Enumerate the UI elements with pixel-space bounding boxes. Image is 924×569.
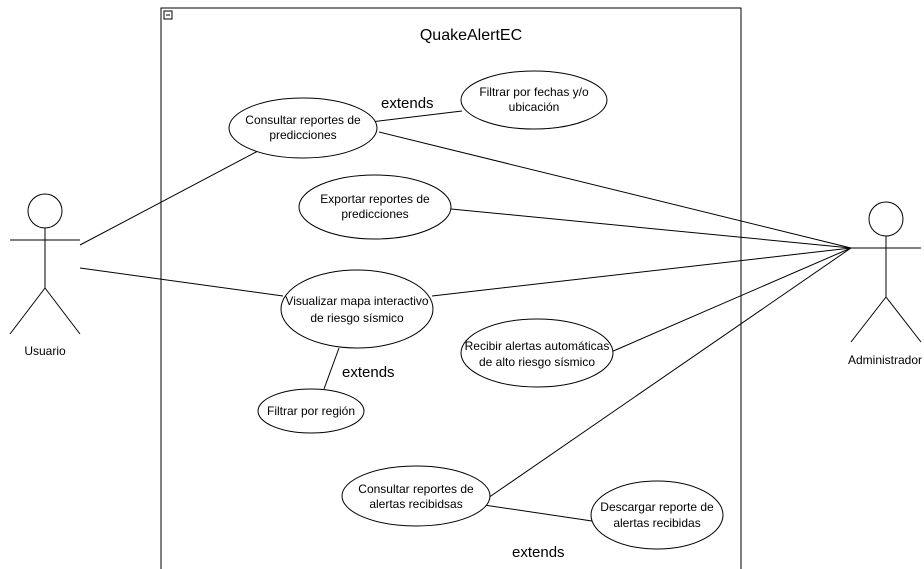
- actor-head: [27, 193, 63, 229]
- use-case-label-line-2: predicciones: [341, 207, 408, 221]
- use-case-label-line-2: ubicación: [509, 100, 560, 114]
- actor-head: [868, 201, 904, 237]
- system-boundary: QuakeAlertEC: [160, 7, 742, 569]
- use-case-consultar-predicciones[interactable]: Consultar reportes de predicciones: [228, 97, 378, 159]
- extend-relations: extends extends extends: [323, 95, 593, 561]
- use-case-label-line-1: Consultar reportes de: [358, 482, 474, 496]
- assoc-admin-recibir-alertas: [610, 247, 852, 353]
- use-case-filtrar-fechas[interactable]: Filtrar por fechas y/o ubicación: [460, 70, 608, 130]
- extends-label-bottom: extends: [512, 544, 565, 561]
- extends-label-top: extends: [381, 95, 434, 112]
- use-case-label-line-2: de riesgo sísmico: [310, 311, 404, 325]
- use-case-visualizar-mapa[interactable]: Visualizar mapa interactivo de riesgo sí…: [280, 269, 434, 349]
- use-case-descargar-reporte[interactable]: Descargar reporte de alertas recibidas: [590, 480, 724, 550]
- actor-usuario-label: Usuario: [24, 344, 66, 358]
- use-case-filtrar-region[interactable]: Filtrar por región: [257, 388, 365, 434]
- actor-left-leg: [9, 287, 46, 335]
- use-case-consultar-alertas[interactable]: Consultar reportes de alertas recibidsas: [341, 465, 491, 527]
- assoc-usuario-consultar-predicciones: [79, 150, 259, 246]
- assoc-admin-consultar-alertas: [487, 247, 852, 499]
- use-case-label-line-1: Descargar reporte de: [600, 500, 714, 514]
- extends-label-middle: extends: [342, 364, 395, 381]
- extend-line-descargar-reporte: [483, 504, 593, 522]
- actor-left-leg: [850, 296, 887, 343]
- use-case-label-line-2: de alto riesgo sísmico: [479, 355, 595, 369]
- use-case-label-line-1: Consultar reportes de: [245, 113, 361, 127]
- use-case-label-line-2: alertas recibidas: [613, 516, 700, 530]
- system-title: QuakeAlertEC: [420, 27, 522, 44]
- actor-right-leg: [885, 296, 922, 343]
- use-case-label-line-1: Recibir alertas automáticas: [465, 339, 610, 353]
- extend-line-filtrar-region: [323, 347, 340, 390]
- use-case-label-line-1: Exportar reportes de: [320, 192, 430, 206]
- actor-administrador-label: Administrador: [848, 353, 922, 367]
- usuario-associations: [79, 150, 284, 297]
- assoc-admin-visualizar-mapa: [431, 247, 852, 297]
- assoc-admin-consultar-predicciones: [378, 131, 852, 249]
- use-case-label-line-2: predicciones: [269, 128, 336, 142]
- use-case-label-line-1: Filtrar por fechas y/o: [479, 85, 589, 99]
- extend-line-filtrar-fechas: [370, 110, 463, 123]
- actor-usuario[interactable]: Usuario: [9, 193, 81, 358]
- assoc-admin-exportar: [450, 208, 852, 249]
- use-case-recibir-alertas[interactable]: Recibir alertas automáticas de alto ries…: [460, 318, 614, 388]
- administrador-associations: [378, 131, 852, 499]
- use-case-label-line-1: Filtrar por región: [267, 404, 355, 418]
- use-case-label-line-1: Visualizar mapa interactivo: [285, 294, 429, 308]
- actor-administrador[interactable]: Administrador: [848, 201, 922, 367]
- assoc-usuario-visualizar-mapa: [79, 267, 284, 297]
- use-case-exportar[interactable]: Exportar reportes de predicciones: [298, 174, 452, 240]
- actor-right-leg: [44, 287, 81, 335]
- use-case-label-line-2: alertas recibidsas: [369, 497, 462, 511]
